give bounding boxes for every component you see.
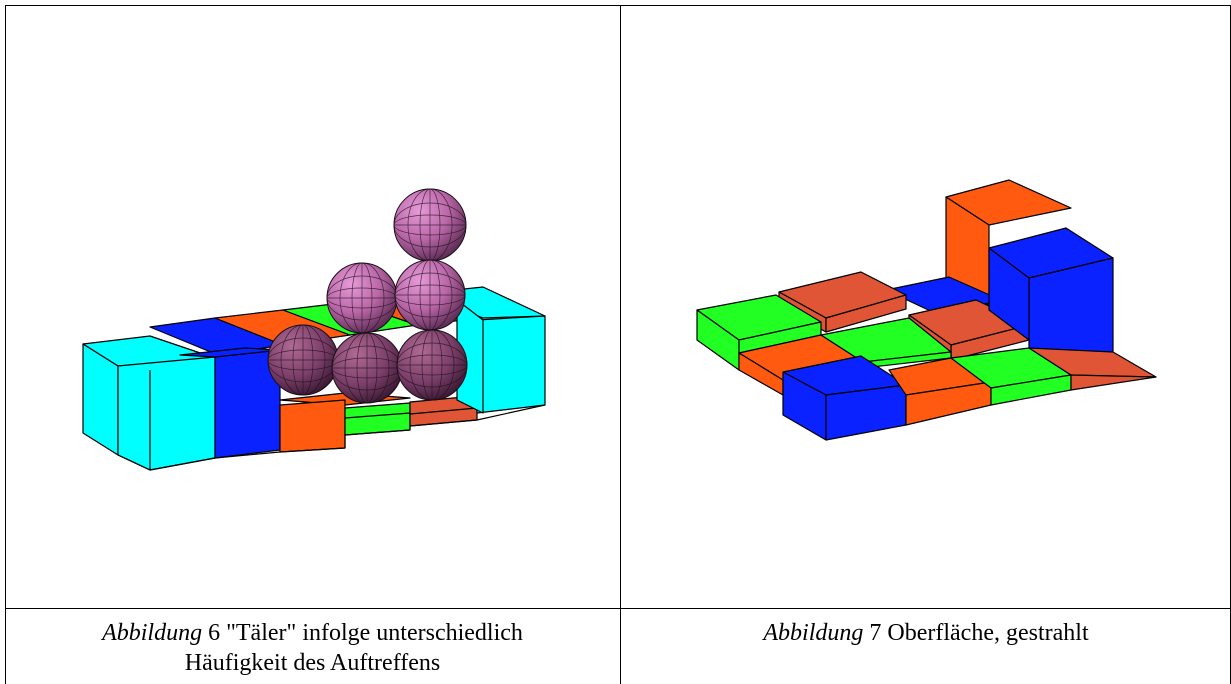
table-divider-horizontal xyxy=(5,608,1231,609)
sphere xyxy=(394,259,466,331)
figure-7-image xyxy=(621,0,1231,608)
figure-6-caption: Abbildung 6 "Täler" infolge unterschiedl… xyxy=(5,608,620,684)
block-face xyxy=(825,294,907,333)
figure-6-image xyxy=(5,0,620,608)
sphere xyxy=(267,324,339,396)
sphere xyxy=(331,332,403,404)
block-face xyxy=(1070,374,1157,391)
caption-line-2: Häufigkeit des Auftreffens xyxy=(184,650,441,676)
caption-text: "Täler" infolge unterschiedlich xyxy=(226,620,523,646)
caption-label: Abbildung xyxy=(102,620,203,646)
sphere xyxy=(396,329,468,401)
caption-number: 6 xyxy=(208,620,221,646)
edge-line xyxy=(117,404,546,471)
block-face xyxy=(117,356,216,471)
block-face xyxy=(476,315,546,414)
block-face xyxy=(988,247,1030,341)
figure-6-render xyxy=(82,188,546,471)
sphere xyxy=(326,262,398,334)
caption-line-1: Abbildung 6 "Täler" infolge unterschiedl… xyxy=(5,618,620,648)
caption-number: 7 xyxy=(869,620,882,646)
block-face xyxy=(825,384,907,441)
table-divider-vertical xyxy=(620,5,621,684)
block-face xyxy=(279,399,346,453)
sphere xyxy=(393,188,467,262)
caption-label: Abbildung xyxy=(763,620,864,646)
figure-7-render xyxy=(696,179,1157,441)
caption-text: Oberfläche, gestrahlt xyxy=(887,620,1089,646)
figure-7-caption: Abbildung 7 Oberfläche, gestrahlt xyxy=(621,608,1231,684)
